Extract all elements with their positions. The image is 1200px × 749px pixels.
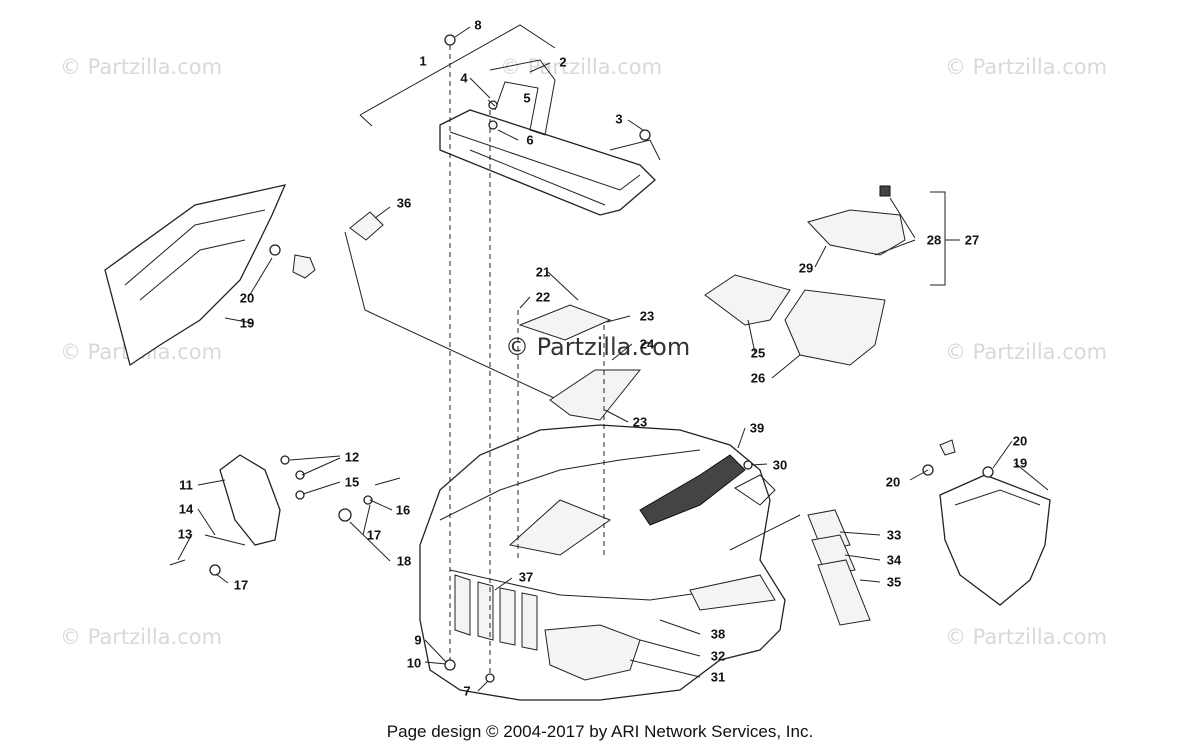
- callout-19: 19: [1012, 455, 1028, 471]
- callout-35: 35: [886, 574, 902, 590]
- callout-14: 14: [178, 501, 194, 517]
- callout-3: 3: [615, 111, 623, 127]
- callout-24: 24: [639, 336, 655, 352]
- callout-8: 8: [474, 17, 482, 33]
- callout-32: 32: [710, 648, 726, 664]
- watermark: © Partzilla.com: [60, 625, 223, 649]
- callout-25: 25: [750, 345, 766, 361]
- watermark: © Partzilla.com: [945, 625, 1108, 649]
- watermark-center: © Partzilla.com: [505, 333, 691, 361]
- callout-20: 20: [1012, 433, 1028, 449]
- callout-11: 11: [179, 477, 193, 493]
- callout-20: 20: [885, 474, 901, 490]
- callout-27: 27: [964, 232, 980, 248]
- callout-22: 22: [535, 289, 551, 305]
- callout-23: 23: [639, 308, 655, 324]
- callout-19: 19: [239, 315, 255, 331]
- callout-23: 23: [632, 414, 648, 430]
- callout-10: 10: [406, 655, 422, 671]
- callout-37: 37: [518, 569, 534, 585]
- callout-33: 33: [886, 527, 902, 543]
- callout-17: 17: [233, 577, 249, 593]
- callout-18: 18: [396, 553, 412, 569]
- callout-31: 31: [710, 669, 726, 685]
- callout-38: 38: [710, 626, 726, 642]
- callout-13: 13: [177, 526, 193, 542]
- callout-28: 28: [926, 232, 942, 248]
- callout-36: 36: [396, 195, 412, 211]
- watermark: © Partzilla.com: [500, 55, 663, 79]
- callout-15: 15: [344, 474, 360, 490]
- footer-copyright: Page design © 2004-2017 by ARI Network S…: [386, 722, 814, 741]
- callout-6: 6: [526, 132, 534, 148]
- callout-30: 30: [772, 457, 788, 473]
- callout-1: 1: [419, 53, 427, 69]
- callout-17: 17: [366, 527, 382, 543]
- callout-34: 34: [886, 552, 902, 568]
- callout-26: 26: [750, 370, 766, 386]
- callout-21: 21: [535, 264, 551, 280]
- watermark: © Partzilla.com: [945, 55, 1108, 79]
- callout-7: 7: [463, 683, 471, 699]
- callout-12: 12: [344, 449, 360, 465]
- watermark: © Partzilla.com: [945, 340, 1108, 364]
- callout-20: 20: [239, 290, 255, 306]
- callout-16: 16: [395, 502, 411, 518]
- callout-2: 2: [559, 54, 567, 70]
- watermark: © Partzilla.com: [60, 55, 223, 79]
- callout-5: 5: [523, 90, 531, 106]
- callout-9: 9: [414, 632, 422, 648]
- callout-29: 29: [798, 260, 814, 276]
- callout-4: 4: [460, 70, 468, 86]
- callout-39: 39: [749, 420, 765, 436]
